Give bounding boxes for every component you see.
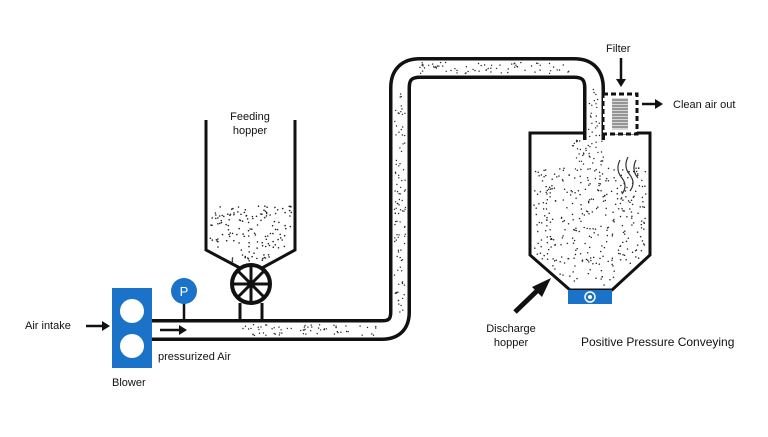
blower-icon — [112, 288, 152, 368]
blower-label: Blower — [112, 377, 146, 389]
rotary-valve-icon — [230, 263, 272, 320]
discharge-hopper-label: Discharge hopper — [478, 322, 544, 350]
air-intake-label: Air intake — [25, 320, 71, 332]
conveying-pipe — [150, 57, 605, 341]
filter-icon — [601, 92, 639, 136]
discharge-pointer-arrow — [513, 278, 551, 314]
discharge-hopper-label-line2: hopper — [493, 337, 529, 349]
pipe-particles — [242, 61, 601, 337]
clean-air-out-label: Clean air out — [673, 99, 736, 111]
feeding-hopper-label-line1: Feeding — [230, 111, 270, 123]
discharge-hopper-label-line1: Discharge — [486, 323, 536, 335]
pressurized-air-label: pressurized Air — [158, 351, 231, 363]
pressure-gauge-label: P — [180, 284, 189, 299]
pressure-gauge-icon — [171, 278, 197, 320]
arrows — [86, 58, 663, 335]
hopper-material — [209, 205, 293, 263]
discharge-material — [533, 139, 647, 286]
discharge-hopper — [528, 131, 652, 292]
feeding-hopper-label: Feeding hopper — [224, 110, 276, 138]
discharge-valve-icon — [568, 290, 612, 304]
filter-label: Filter — [606, 43, 631, 55]
feeding-hopper-label-line2: hopper — [232, 125, 268, 137]
diagram-title: Positive Pressure Conveying — [581, 335, 735, 349]
feeding-hopper — [204, 120, 297, 270]
